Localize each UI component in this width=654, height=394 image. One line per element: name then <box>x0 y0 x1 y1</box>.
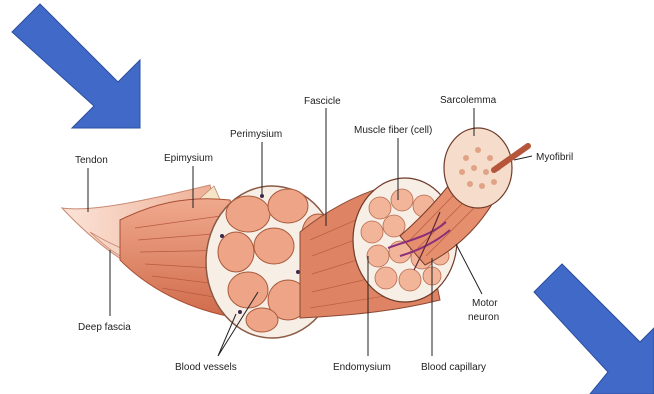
label-neuron: neuron <box>468 312 499 323</box>
label-myofibril: Myofibril <box>536 152 573 163</box>
label-endomysium: Endomysium <box>333 362 391 373</box>
label-perimysium: Perimysium <box>230 129 282 140</box>
label-epimysium: Epimysium <box>164 153 213 164</box>
label-tendon: Tendon <box>75 155 108 166</box>
label-deep-fascia: Deep fascia <box>78 322 131 333</box>
arrow-down-right-icon <box>534 264 654 394</box>
label-sarcolemma: Sarcolemma <box>440 95 497 106</box>
label-motor: Motor <box>472 298 498 309</box>
label-fascicle: Fascicle <box>304 96 341 107</box>
label-blood-capillary: Blood capillary <box>421 362 486 373</box>
arrow-down-right-icon <box>12 4 140 128</box>
label-blood-vessels: Blood vessels <box>175 362 237 373</box>
label-muscle-fiber: Muscle fiber (cell) <box>354 125 432 136</box>
